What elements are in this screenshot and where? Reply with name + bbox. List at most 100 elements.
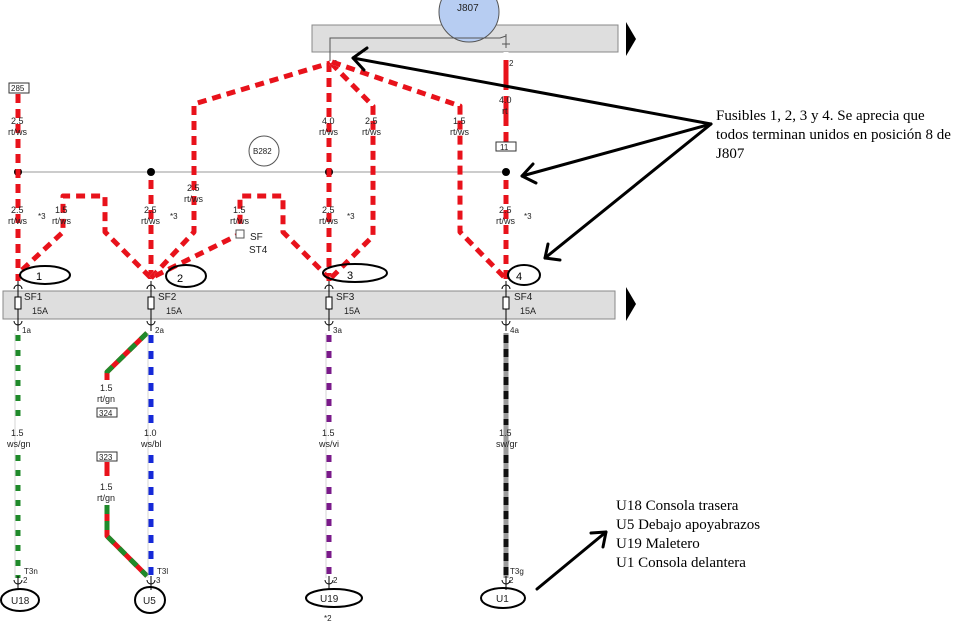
note-fuses-line-1: Fusibles 1, 2, 3 y 4. Se aprecia que xyxy=(716,108,925,124)
j807-pin2: 2 xyxy=(509,59,514,68)
fuse-2-highlight xyxy=(165,264,207,288)
u18-size: 1.5 xyxy=(11,428,24,438)
u19-size: 1.5 xyxy=(322,428,335,438)
w3t-color: rt/ws xyxy=(319,127,338,137)
w3s-color: rt/ws xyxy=(362,127,381,137)
wire-2-feed xyxy=(149,60,331,280)
box-285-label: 285 xyxy=(11,84,25,93)
wire-u5-branch-a-base xyxy=(104,331,149,380)
u18-color: ws/gn xyxy=(6,439,31,449)
w2f-size: 2.5 xyxy=(187,183,200,193)
sf-st4-line1: SF xyxy=(250,232,263,243)
w4-color: rt/ws xyxy=(496,216,515,226)
w2-color: rt/ws xyxy=(141,216,160,226)
fuse-4: SF4 15A 4a 4 xyxy=(501,264,541,335)
u1-connector: T3g xyxy=(510,567,524,576)
arrow-to-locations xyxy=(535,530,608,591)
fuse-3-body xyxy=(325,296,333,310)
u1-target: U1 xyxy=(496,594,509,605)
note-fuses-line-2: todos terminan unidos en posición 8 de xyxy=(716,127,951,143)
box-11 xyxy=(495,141,517,152)
w4-size: 2.5 xyxy=(499,205,512,215)
fuse-1-number: 1 xyxy=(36,271,42,283)
u5-connector: T3l xyxy=(157,567,168,576)
w4-note: *3 xyxy=(524,212,532,221)
fuse-2-body xyxy=(147,296,155,310)
fuse-1-body xyxy=(14,296,22,310)
arrow-to-j807-head xyxy=(351,46,369,72)
w3t-size: 4.0 xyxy=(322,116,335,126)
fuse-3-bottom-contact xyxy=(324,320,334,326)
box-323 xyxy=(96,451,118,462)
sf-st4-terminal xyxy=(235,229,245,239)
fuse-2-number: 2 xyxy=(177,273,183,285)
note-location-2: U5 Debajo apoyabrazos xyxy=(616,517,760,533)
u19-color: ws/vi xyxy=(318,439,339,449)
u5a-size: 1.5 xyxy=(100,383,113,393)
fuse-bar xyxy=(2,290,616,320)
u18-highlight xyxy=(0,588,40,612)
junction-4 xyxy=(502,168,510,176)
arrow-to-fuse-4-head xyxy=(543,242,562,262)
w3s-size: 2.5 xyxy=(365,116,378,126)
fuse-1-bottom-contact xyxy=(13,320,23,326)
fuse-2-rating: 15A xyxy=(166,306,182,316)
w4t-color: rt/ws xyxy=(450,127,469,137)
fuse-3-number: 3 xyxy=(347,270,353,282)
fuse-1-pin: 1a xyxy=(22,326,31,335)
wire-u5-branch-b-base xyxy=(104,462,149,578)
w1-size: 2.5 xyxy=(11,205,24,215)
fuse-4-name: SF4 xyxy=(514,292,533,303)
w1j-size: 1.5 xyxy=(55,205,68,215)
sf-st4-line2: ST4 xyxy=(249,245,268,256)
fuse-4-pin: 4a xyxy=(510,326,519,335)
connector-u18: T3n 2 U18 xyxy=(0,567,40,612)
box-324-label: 324 xyxy=(99,409,113,418)
wire-4-feed xyxy=(331,59,507,280)
u5-target: U5 xyxy=(143,596,156,607)
note-fuses-line-3: J807 xyxy=(716,146,745,162)
w3-color: rt/ws xyxy=(319,216,338,226)
fuse-2-pin: 2a xyxy=(155,326,164,335)
note-location-4: U1 Consola delantera xyxy=(616,555,746,571)
u18-target: U18 xyxy=(11,596,30,607)
wire-u5-branch-a xyxy=(104,331,149,380)
w4t-size: 1.5 xyxy=(453,116,466,126)
j807-switch xyxy=(502,34,510,48)
u18-pin: 2 xyxy=(23,576,28,585)
fuse-3-name: SF3 xyxy=(336,292,355,303)
fuse-1-highlight xyxy=(19,265,71,285)
w1-color: rt/ws xyxy=(8,216,27,226)
w3-size: 2.5 xyxy=(322,205,335,215)
j807-circle xyxy=(438,0,500,43)
box-323-label: 323 xyxy=(99,453,113,462)
u5-pin: 3 xyxy=(156,576,161,585)
wst4-color: rt/ws xyxy=(230,216,249,226)
fuse-4-body xyxy=(502,296,510,310)
wj-size: 4.0 xyxy=(499,95,512,105)
arrow-to-junction-head xyxy=(520,162,538,185)
connector-u1: T3g 2 U1 xyxy=(480,567,526,609)
fuse-3-pin: 3a xyxy=(333,326,342,335)
w285-color: rt/ws xyxy=(8,127,27,137)
w2-size: 2.5 xyxy=(144,205,157,215)
upper-labels: 2.5 rt/ws 2.5 rt/ws *3 1.5 rt/ws 2.5 rt/… xyxy=(8,59,532,256)
fuse-1: SF1 15A 1a 1 xyxy=(13,265,71,335)
fuse-3-rating: 15A xyxy=(344,306,360,316)
j807-label: J807 xyxy=(457,3,479,14)
fuse-3-highlight xyxy=(322,263,388,283)
fuse-bar-arrow xyxy=(626,287,636,321)
w1j-color: rt/ws xyxy=(52,216,71,226)
j807-bar-arrow xyxy=(626,22,636,56)
b282-label: B282 xyxy=(253,147,272,156)
wire-1-jump xyxy=(20,193,153,280)
box-11-label: 11 xyxy=(500,143,509,152)
u1-pin: 2 xyxy=(509,576,514,585)
fuse-2: SF2 15A 2a 2 xyxy=(146,264,207,335)
u19-highlight xyxy=(305,588,363,608)
u5-color: ws/bl xyxy=(140,439,162,449)
w285-size: 2.5 xyxy=(11,116,24,126)
connector-u19: 2 U19 *2 xyxy=(305,576,363,623)
fuse-4-rating: 15A xyxy=(520,306,536,316)
